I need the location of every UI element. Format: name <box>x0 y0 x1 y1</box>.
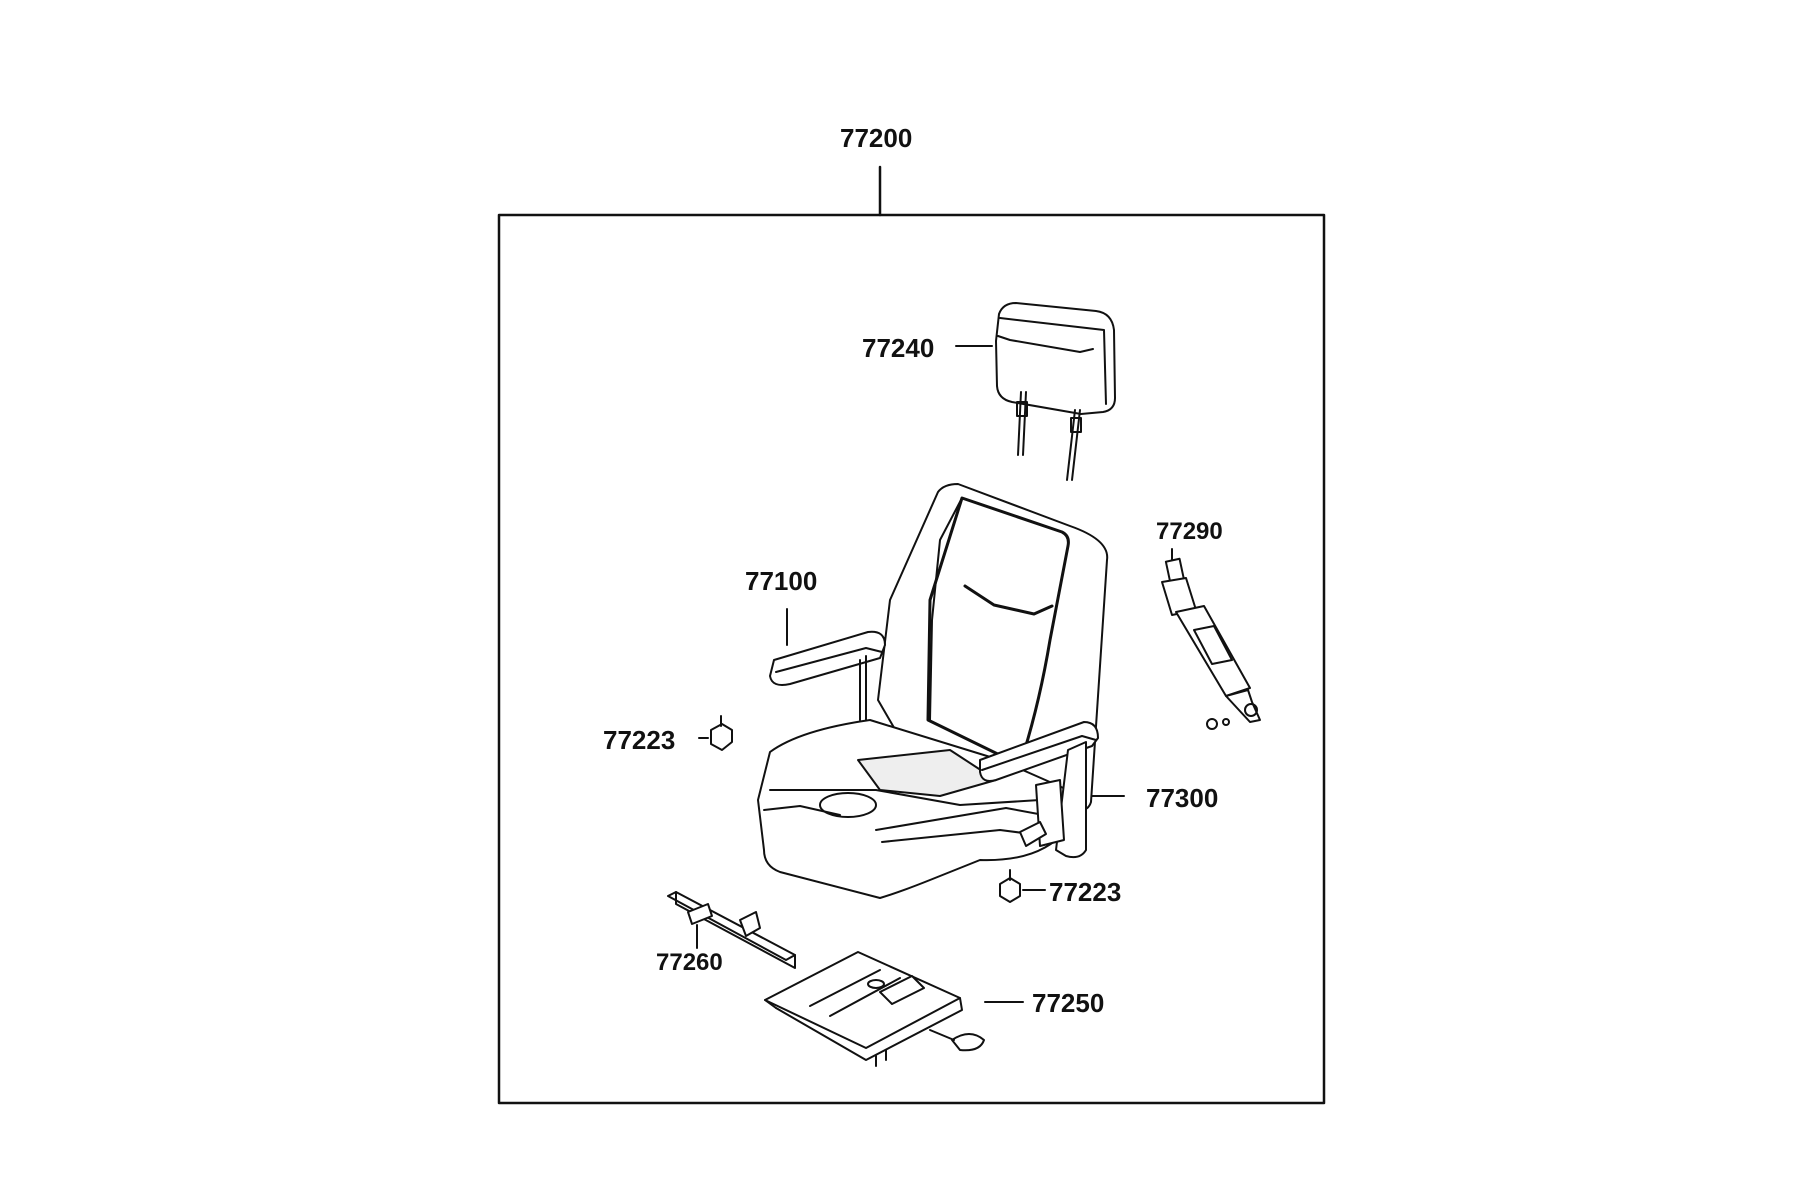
headrest-part <box>995 302 1116 481</box>
callout-knob-bottom: 77223 <box>1049 877 1122 907</box>
callout-assembly: 77200 <box>840 123 913 153</box>
callout-backrest: 77100 <box>745 566 818 596</box>
knob-left-part <box>710 715 733 751</box>
seat-back-part <box>877 483 1109 812</box>
armrest-right-part <box>979 721 1099 859</box>
callout-armrest-right: 77300 <box>1146 783 1219 813</box>
callout-headrest: 77240 <box>862 333 935 363</box>
callout-knob-left: 77223 <box>603 725 676 755</box>
slide-rail-part <box>764 951 985 1067</box>
knob-bottom-part <box>999 869 1021 903</box>
assembly-frame <box>497 213 1326 1105</box>
callout-slide-rail: 77250 <box>1032 988 1105 1018</box>
seat-belt-part <box>1161 557 1261 730</box>
armrest-left-part <box>769 630 886 721</box>
callout-bracket: 77260 <box>656 949 723 976</box>
callout-seat-belt: 77290 <box>1156 518 1223 545</box>
bracket-part <box>667 891 796 969</box>
